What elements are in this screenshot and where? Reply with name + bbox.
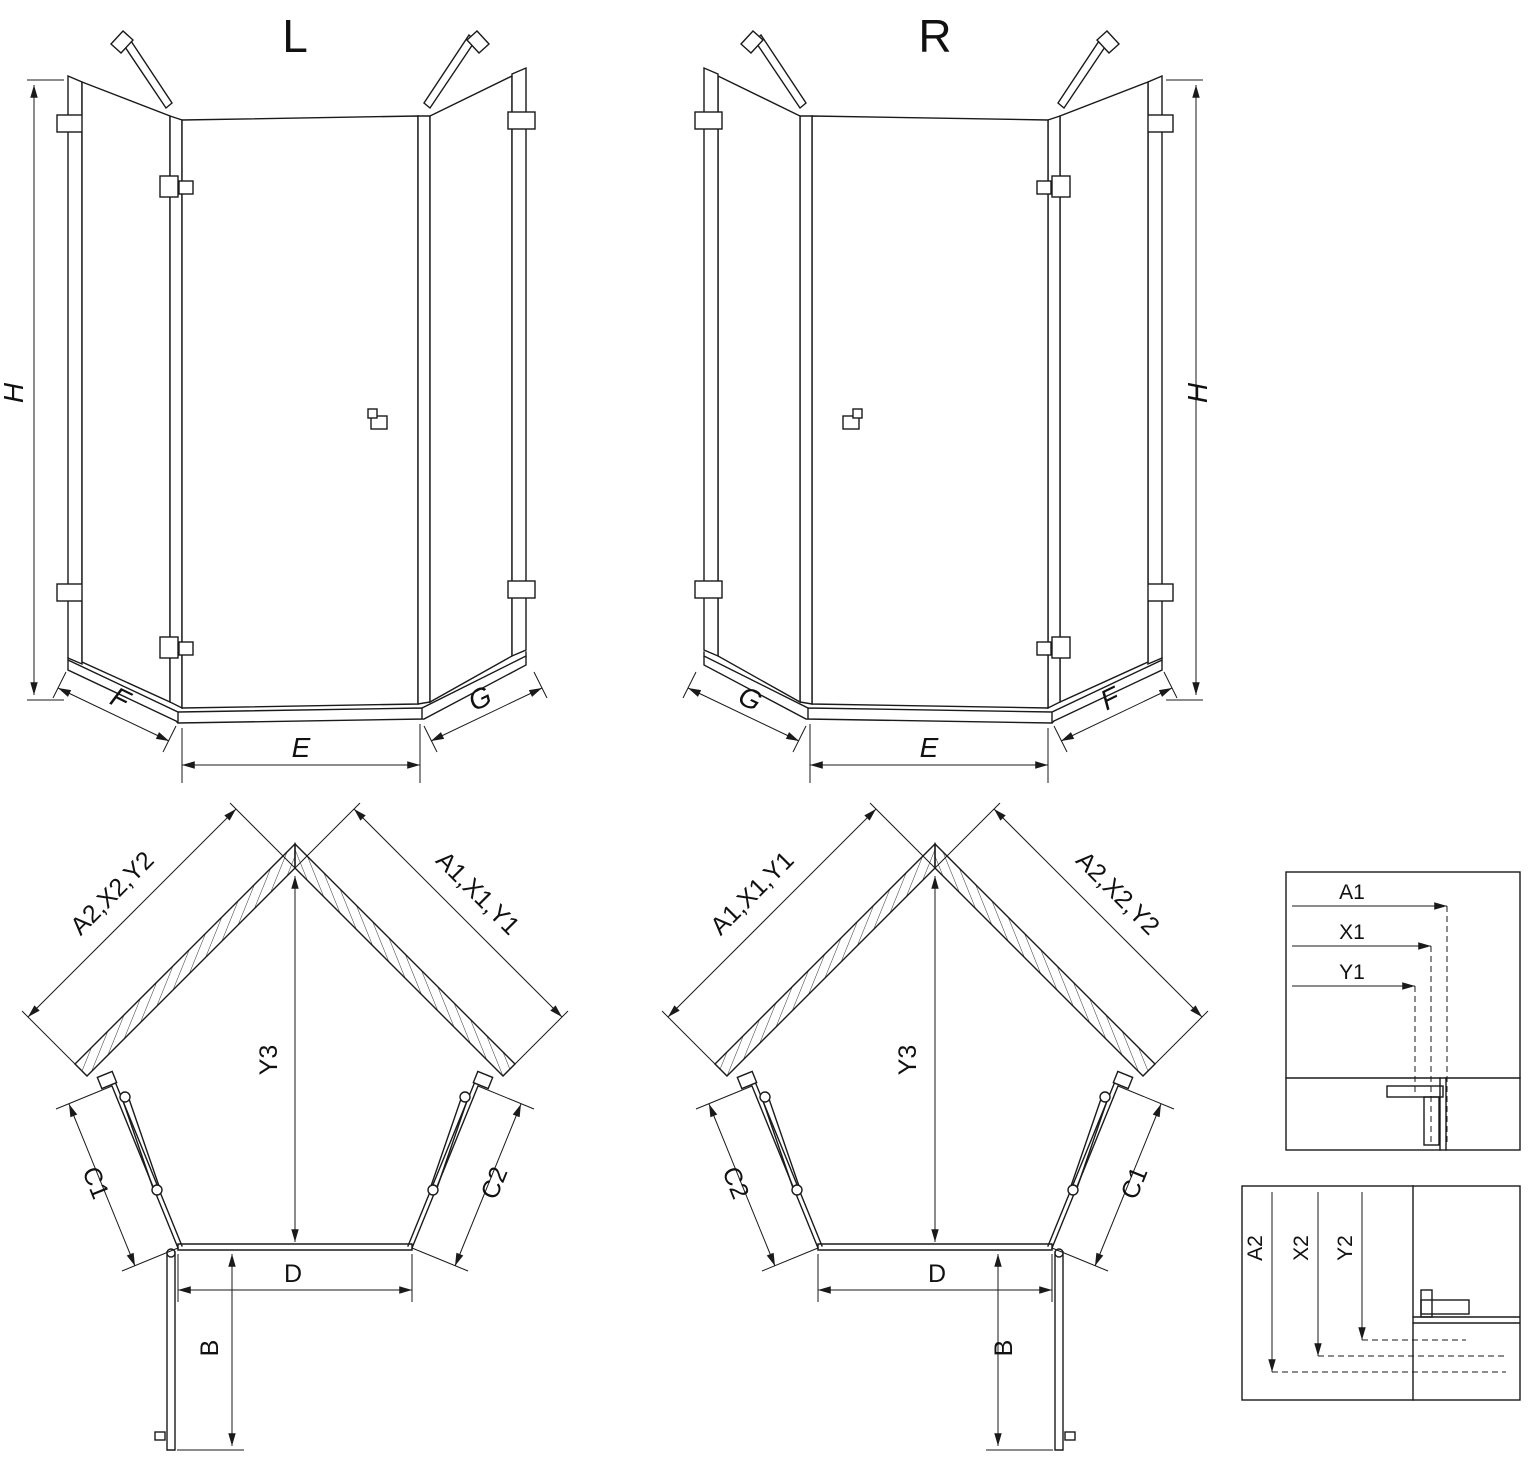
detail-x2-label: X2	[1290, 1235, 1313, 1261]
detail-a1-label: A1	[1339, 881, 1365, 904]
detail-vertical-profile	[1412, 1289, 1520, 1324]
detail-view-vertical: A2 X2 Y2	[1241, 1185, 1521, 1401]
dim-label-e-left: E	[292, 732, 311, 763]
plan-right-wall-left-label: A1,X1,Y1	[705, 846, 799, 940]
detail-y2-label: Y2	[1334, 1235, 1357, 1261]
plan-right-wall-right-label: A2,X2,Y2	[1070, 846, 1164, 940]
plan-left-d-label: D	[284, 1260, 302, 1288]
plan-right-depth-label: Y3	[894, 1045, 922, 1076]
plan-right-c2-label: C2	[716, 1163, 754, 1203]
elevation-right-title: R	[918, 10, 951, 62]
detail-view-horizontal: A1 X1 Y1	[1285, 871, 1521, 1151]
elevation-right-drawing	[683, 31, 1203, 783]
plan-left-c2-label: C2	[476, 1163, 514, 1203]
dim-label-f-left: F	[106, 681, 137, 717]
elevation-left-drawing	[27, 31, 547, 783]
plan-left-c1-label: C1	[76, 1163, 114, 1203]
detail-horizontal-profile	[1386, 1077, 1447, 1151]
detail-x1-label: X1	[1339, 921, 1365, 944]
dim-label-h-right: H	[1182, 382, 1213, 403]
detail-a2-label: A2	[1244, 1235, 1267, 1261]
plan-left-wall-right-label: A1,X1,Y1	[430, 846, 524, 940]
dim-label-e-right: E	[920, 732, 939, 763]
detail-y1-label: Y1	[1339, 961, 1365, 984]
plan-right-c1-label: C1	[1116, 1163, 1154, 1203]
plan-left-wall-left-label: A2,X2,Y2	[65, 846, 159, 940]
plan-left-depth-label: Y3	[255, 1045, 283, 1076]
dim-label-f-right: F	[1095, 680, 1126, 716]
elevation-left-title: L	[282, 10, 308, 62]
plan-right-d-label: D	[928, 1260, 946, 1288]
plan-right-b-label: B	[990, 1340, 1018, 1357]
plan-left-b-label: B	[196, 1340, 224, 1357]
dim-label-h-left: H	[0, 382, 29, 403]
